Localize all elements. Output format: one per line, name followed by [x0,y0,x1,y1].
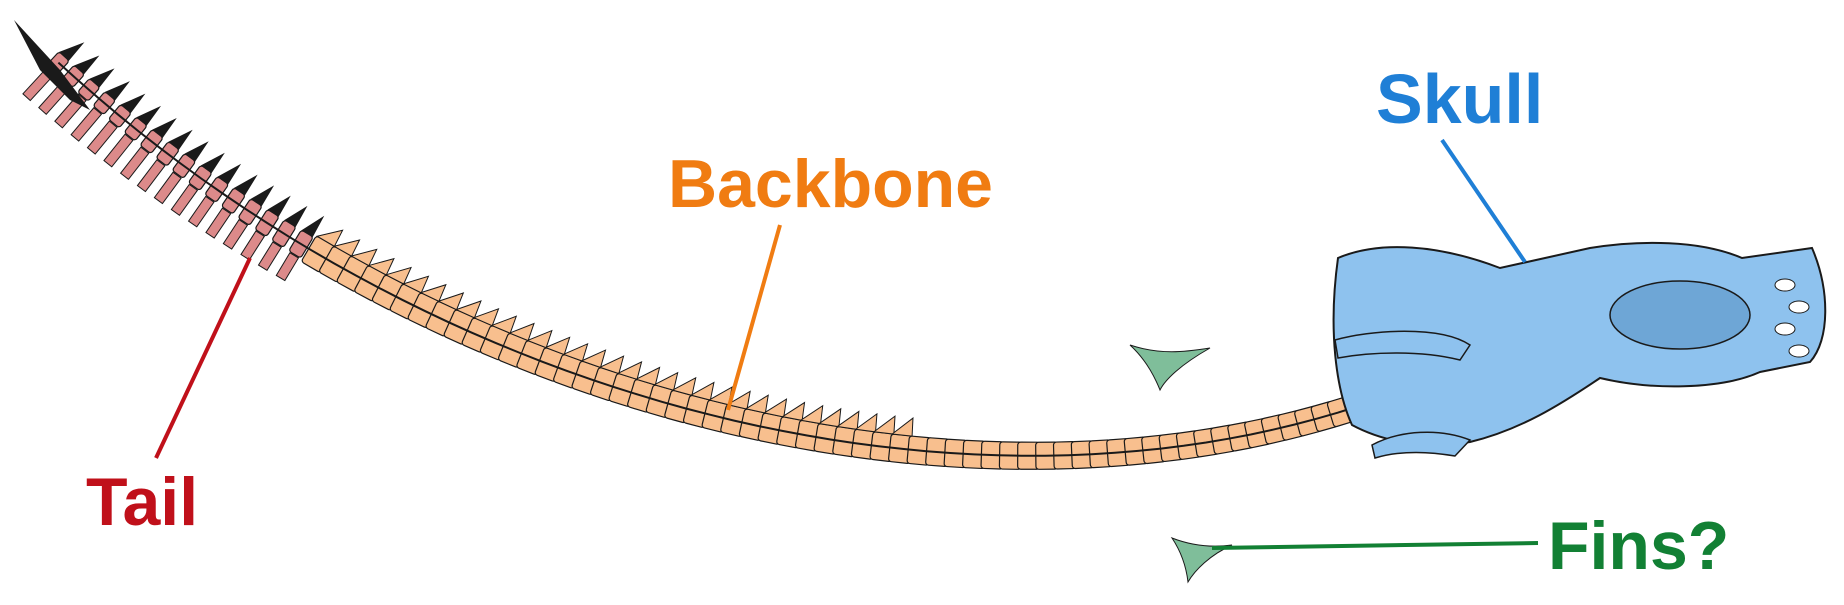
neural-spine [58,42,85,62]
vertebra [103,105,162,168]
tail-leader-line [154,257,252,459]
fins-leader-line [1211,541,1539,550]
neural-spine [744,394,769,414]
skull-eye-socket [1609,280,1751,350]
neural-spine [384,266,412,285]
neural-spine [562,342,589,362]
tail-ray [153,171,182,205]
neural-spine [689,381,715,401]
neural-spine [104,81,130,101]
neural-spine [490,315,518,334]
fins-label: Fins? [1548,508,1730,584]
tail-ray [205,207,232,239]
skull-leader-line [1440,138,1527,264]
tail-ray [86,120,118,155]
neural-spine [233,174,258,196]
neural-spine [762,398,788,418]
skull-nostril [1774,322,1796,336]
spinal-cord-line [57,61,1422,457]
neural-spine [508,322,535,342]
skull-nostril [1774,278,1796,292]
neural-spine [120,93,146,114]
spine-group [22,42,1420,470]
neural-spine [616,360,643,380]
neural-spine [419,283,447,303]
tail-ray [275,252,300,282]
fin-lower [1170,536,1233,584]
skull-process-upper [1334,330,1472,361]
neural-spine [671,376,697,397]
neural-spine [367,257,395,276]
skull-group [1332,241,1827,459]
tail-ray [170,183,199,217]
neural-spine [402,275,430,294]
skull-nostril [1788,344,1810,358]
neural-spine [653,371,679,391]
tail-ray [136,159,166,193]
neural-spine [315,229,344,248]
neural-spine [454,300,482,319]
neural-spine [437,292,465,311]
neural-spine [267,195,291,217]
tail-ray [119,146,150,181]
backbone-label: Backbone [668,146,993,222]
neural-spine [168,129,193,150]
tail-ray [240,230,266,261]
neural-spine [799,404,824,425]
neural-spine [250,185,275,207]
neural-spine [217,163,242,185]
fin-upper [1129,344,1211,392]
tail-ray [257,241,282,272]
skull-process-lower [1371,431,1472,459]
neural-spine [332,239,361,257]
tail-tip [14,20,90,110]
neural-spine [136,105,162,126]
tail-ray [222,219,249,250]
tail-ray [187,195,215,228]
backbone-leader-line [726,224,782,411]
neural-spine [526,329,553,349]
neural-spine [152,117,177,138]
neural-spine [726,390,751,410]
neural-spine [472,307,500,327]
neural-spine [73,55,100,75]
neural-spine [301,215,325,238]
neural-spine [350,248,378,267]
tail-label: Tail [86,464,199,540]
neural-spine [184,141,209,162]
neural-spine [836,410,860,430]
neural-spine [544,336,571,356]
skull-label: Skull [1376,60,1544,138]
neural-spine [817,407,842,428]
tail-ray [70,107,103,142]
neural-spine [781,401,806,421]
tail-ray [103,133,134,168]
skull-nostril [1788,300,1810,314]
neural-spine [284,205,308,228]
neural-spine [872,415,896,435]
neural-spine [854,412,878,433]
neural-spine [89,68,115,88]
neural-spine [634,366,661,386]
neural-spine [580,349,607,369]
neural-spine [598,355,625,375]
neural-spine [890,417,914,437]
vertebra [205,174,258,239]
neural-spine [200,152,225,174]
vertebra [187,163,242,228]
